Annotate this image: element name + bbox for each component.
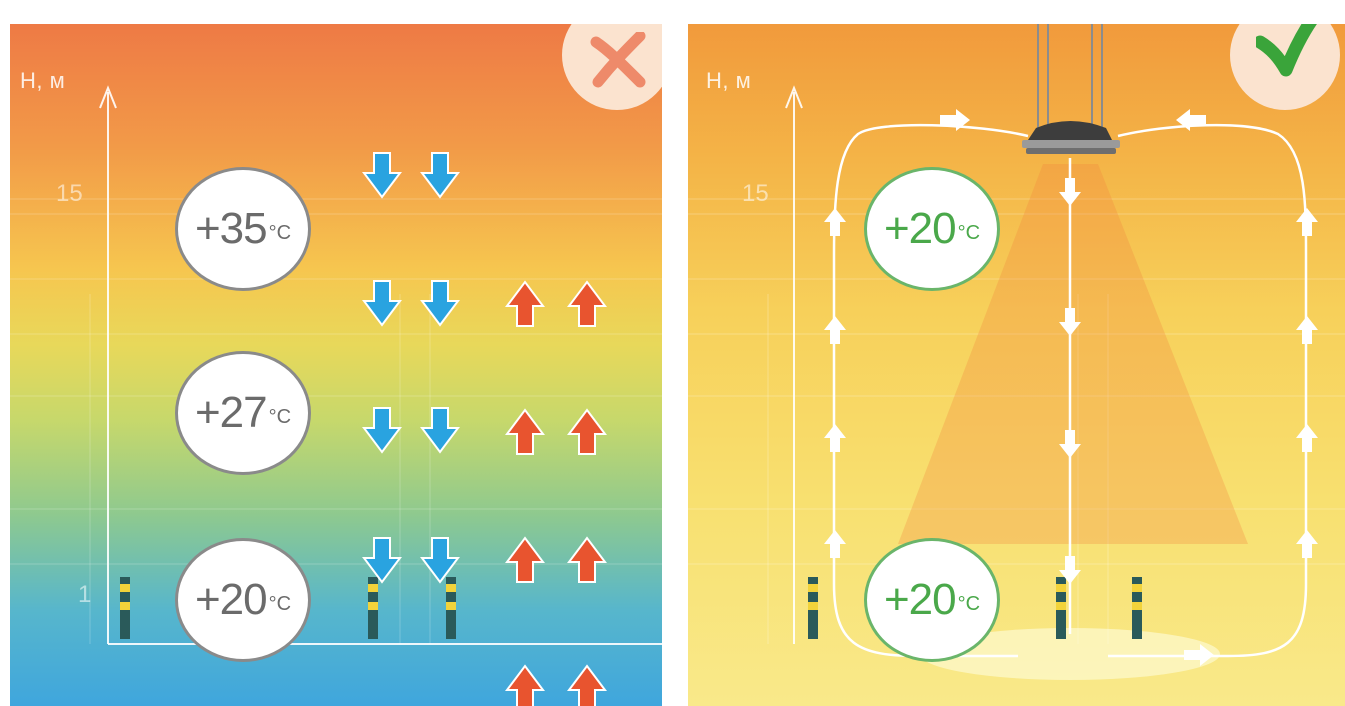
tick-label-15: 15	[742, 180, 769, 207]
airflow-up-arrow-icon	[824, 208, 846, 236]
air-circulation-loops	[832, 123, 1308, 658]
cold-air-down-arrow-icon	[420, 407, 460, 454]
warehouse-background	[688, 24, 1345, 680]
airflow-down-arrow-icon	[1059, 556, 1081, 584]
airflow-down-arrow-icon	[1059, 308, 1081, 336]
cold-air-down-arrow-icon	[420, 280, 460, 327]
cold-air-down-arrow-icon	[362, 407, 402, 454]
airflow-up-arrow-icon	[1296, 316, 1318, 344]
floor-glow	[920, 628, 1220, 680]
warm-air-up-arrow-icon	[505, 536, 545, 583]
airflow-up-arrow-icon	[1296, 424, 1318, 452]
airflow-up-arrow-icon	[824, 316, 846, 344]
airflow-up-arrow-icon	[1296, 530, 1318, 558]
bollards	[808, 577, 1142, 639]
warm-air-up-arrow-icon	[505, 280, 545, 327]
temperature-unit: °C	[268, 221, 292, 244]
cold-air-down-arrow-icon	[420, 537, 460, 584]
heat-cone	[898, 164, 1248, 544]
destratifier-unit	[1022, 121, 1120, 154]
temperature-value: +27	[194, 388, 268, 437]
bollards	[120, 577, 456, 639]
temperature-unit: °C	[957, 221, 981, 244]
airflow-left-arrow-icon	[1176, 109, 1206, 131]
tick-label-1: 1	[78, 581, 92, 608]
temperature-circle-top: +20 °C	[864, 167, 1000, 291]
warehouse-background	[10, 85, 662, 645]
temperature-value: +20	[883, 204, 957, 253]
axis-label-height: H, м	[706, 68, 752, 93]
cold-air-down-arrow-icon	[362, 152, 402, 199]
temperature-value: +20	[883, 575, 957, 624]
temperature-unit: °C	[268, 592, 292, 615]
cold-air-down-arrow-icon	[362, 280, 402, 327]
temperature-value: +20	[194, 575, 268, 624]
airflow-up-arrow-icon	[824, 530, 846, 558]
left-panel-without-destratifier: H, м 15 1 +35 °C +27 °C +20 °C	[10, 24, 662, 706]
airflow-up-arrow-icon	[824, 424, 846, 452]
airflow-up-arrow-icon	[1296, 208, 1318, 236]
airflow-right-arrow-icon	[940, 109, 970, 131]
airflow-down-arrow-icon	[1059, 178, 1081, 206]
warm-air-up-arrow-icon	[505, 664, 545, 706]
warm-air-up-arrow-icon	[567, 280, 607, 327]
airflow-down-arrow-icon	[1059, 430, 1081, 458]
temperature-value: +35	[194, 204, 268, 253]
warm-air-up-arrow-icon	[567, 536, 607, 583]
warm-air-up-arrow-icon	[567, 408, 607, 455]
temperature-unit: °C	[268, 405, 292, 428]
axis-label-height: H, м	[20, 68, 66, 93]
warm-air-up-arrow-icon	[567, 664, 607, 706]
warm-air-up-arrow-icon	[505, 408, 545, 455]
cold-air-down-arrow-icon	[362, 537, 402, 584]
checkmark-icon	[1256, 24, 1318, 77]
cold-air-down-arrow-icon	[420, 152, 460, 199]
temperature-unit: °C	[957, 592, 981, 615]
airflow-right-arrow-icon	[1184, 644, 1214, 666]
temperature-circle-bottom: +20 °C	[864, 538, 1000, 662]
right-panel-with-destratifier: H, м 15 +20 °C +20 °C	[688, 24, 1345, 706]
temperature-circle-bottom: +20 °C	[175, 538, 311, 662]
temperature-circle-middle: +27 °C	[175, 351, 311, 475]
temperature-circle-top: +35 °C	[175, 167, 311, 291]
correct-badge	[1230, 24, 1340, 110]
tick-label-15: 15	[56, 180, 83, 207]
cross-icon	[590, 32, 646, 88]
